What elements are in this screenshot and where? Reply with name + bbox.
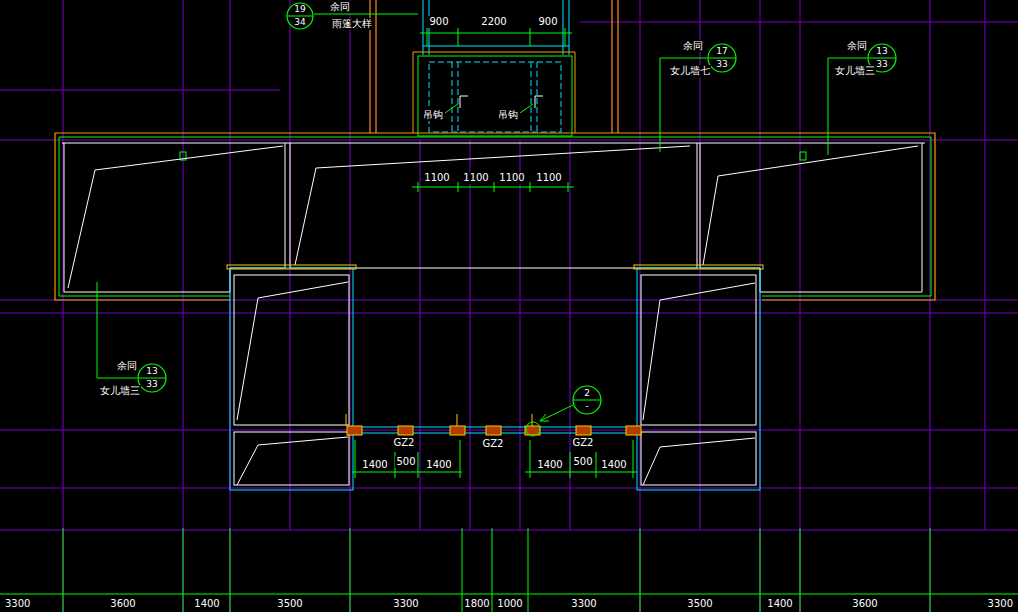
sheet-number: - [572,401,602,412]
dimension-text: 3600 [109,598,136,610]
sheet-number: 33 [137,379,167,390]
dimension-text: 1100 [423,172,450,184]
wall-columns [346,414,641,435]
callout-circle: 1733 [707,43,737,73]
stair-towers [227,265,763,490]
dimension-text: 1800 [463,598,490,610]
circle-outline [708,44,736,72]
circle-divider [287,16,313,17]
column-tag: GZ2 [393,437,416,449]
dimension-text: 1000 [496,598,523,610]
callout-number: 19 [286,4,314,15]
leader-lines [97,14,867,436]
dimension-text: 1100 [498,172,525,184]
callout-number: 2 [572,388,602,399]
canopy [413,0,575,136]
circle-divider [138,378,166,379]
circle-outline [573,386,601,414]
column-tag: GZ2 [572,437,595,449]
callout-number: 13 [867,46,897,57]
dimension-text: 3500 [276,598,303,610]
dimension-text: 3300 [4,598,31,610]
note-text: 女儿墙三 [834,65,876,77]
note-text: 余同 [116,360,138,372]
sheet-number: 33 [707,59,737,70]
note-text: 雨篷大样 [331,18,373,30]
callout-number: 17 [707,46,737,57]
dimension-text: 3300 [392,598,419,610]
dimension-text: 3300 [570,598,597,610]
note-text: 吊钩 [422,109,444,121]
dimension-text: 2200 [480,16,507,28]
note-text: 余同 [329,1,351,13]
dimension-text: 3300 [987,598,1014,610]
pipe-lines [370,0,618,133]
dimension-text: 1400 [766,598,793,610]
dimension-text: 1400 [361,459,388,471]
note-text: 女儿墙三 [99,385,141,397]
dimension-text: 1100 [535,172,562,184]
dimension-text: 3500 [686,598,713,610]
dimension-text: 1100 [462,172,489,184]
dimension-text: 1400 [600,459,627,471]
callout-number: 13 [137,366,167,377]
dimension-text: 3600 [851,598,878,610]
circle-outline [287,3,313,29]
note-text: 女儿墙七 [669,65,711,77]
note-text: 吊钩 [497,109,519,121]
circle-divider [868,58,896,59]
callout-circle: 1333 [137,363,167,393]
note-text: 余同 [682,40,704,52]
note-text: 余同 [846,40,868,52]
parapet-outline [55,133,935,300]
slope-lines [68,146,918,485]
circle-divider [573,400,601,401]
dimension-text: 1400 [193,598,220,610]
circle-divider [708,58,736,59]
circle-outline [138,364,166,392]
dimension-text: 1400 [425,459,452,471]
dimension-text: 500 [572,456,593,468]
dimension-text: 900 [537,16,558,28]
dimension-text: 900 [428,16,449,28]
sheet-number: 34 [286,17,314,28]
callout-circle: 1934 [286,2,314,30]
callout-circle: 2- [572,385,602,415]
column-tag: GZ2 [482,438,505,450]
dimension-text: 500 [395,456,416,468]
dimension-lines [0,28,1018,612]
dimension-text: 1400 [536,459,563,471]
